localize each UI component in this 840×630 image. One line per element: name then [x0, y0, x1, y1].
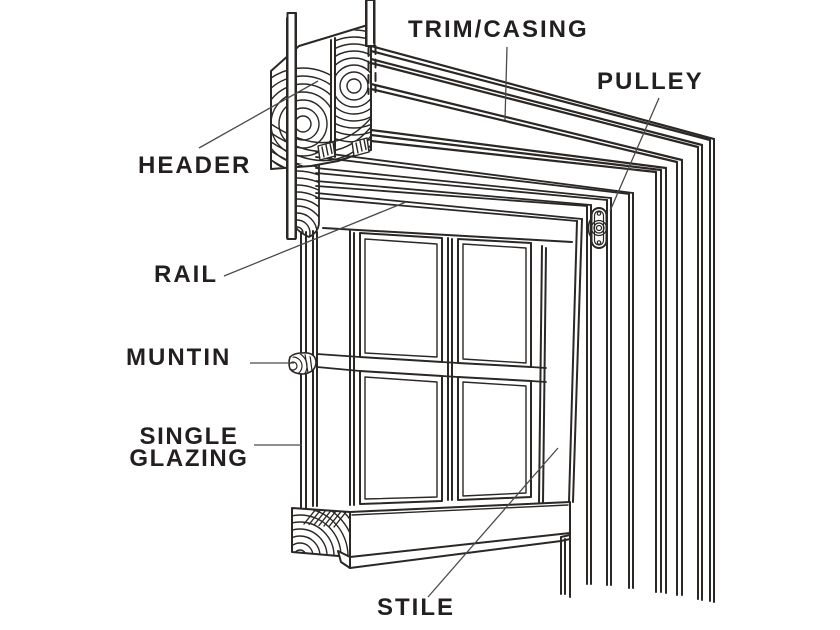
window-sash	[300, 218, 583, 509]
leader-lines	[198, 46, 660, 598]
sash-pulley	[587, 207, 608, 249]
label-rail: RAIL	[154, 261, 218, 288]
leader-trim-casing	[504, 46, 508, 121]
window-sill	[291, 501, 571, 569]
head-stop-blocks	[317, 137, 370, 161]
label-muntin: MUNTIN	[126, 344, 232, 371]
label-header: HEADER	[138, 152, 252, 179]
horizontal-muntin-bars	[316, 353, 547, 383]
leader-rail	[223, 201, 407, 277]
leader-pulley	[609, 97, 660, 212]
below-sill-casing-corner	[560, 532, 571, 598]
label-pulley: PULLEY	[597, 68, 704, 95]
wall-stud-lines	[286, 0, 377, 240]
label-single-glazing: SINGLE GLAZING	[129, 423, 249, 472]
side-casing-vertical-lines	[586, 138, 715, 603]
muntin-end-knob	[288, 352, 317, 375]
label-trim-casing: TRIM/CASING	[408, 16, 589, 43]
glass-panes	[359, 232, 532, 505]
label-stile: STILE	[377, 594, 456, 621]
vertical-muntin-bars	[447, 237, 453, 501]
leader-stile	[427, 447, 559, 598]
head-jamb-lines	[315, 151, 634, 222]
pulley-wheel	[590, 211, 608, 245]
sill-nose	[337, 540, 562, 569]
trim-casing-moldings	[369, 44, 716, 174]
knob-grain	[289, 354, 313, 374]
line-art-root	[270, 0, 716, 603]
leader-header	[198, 80, 319, 149]
